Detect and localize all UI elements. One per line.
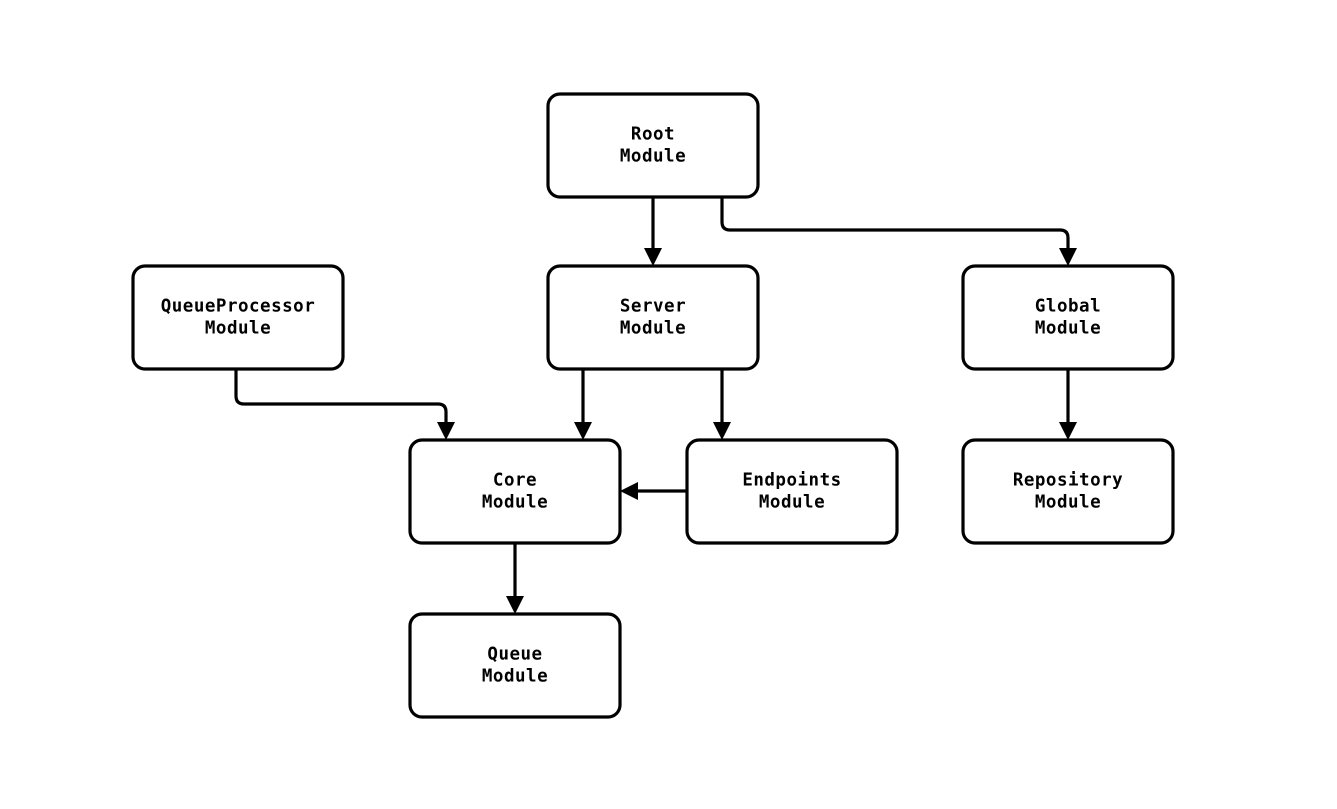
node-label-line1-core: Core xyxy=(493,471,537,491)
edge-global-to-repository: Global Module depends on Repository Modu… xyxy=(1059,369,1077,440)
node-label-line2-endpoints: Module xyxy=(759,493,825,513)
node-label-line2-root: Module xyxy=(620,147,686,167)
arrowhead-icon-global-to-repository xyxy=(1059,422,1077,440)
node-label-line2-repository: Module xyxy=(1035,493,1101,513)
edge-line-root-to-global xyxy=(720,197,1070,252)
node-label-line2-global: Module xyxy=(1035,319,1101,339)
node-label-line1-repository: Repository xyxy=(1013,471,1123,491)
node-label-line2-server: Module xyxy=(620,319,686,339)
arrowhead-icon-queueprocessor-to-core xyxy=(437,422,455,440)
node-box-queue[interactable] xyxy=(408,612,622,719)
edge-server-to-endpoints: Server Module depends on Endpoints Modul… xyxy=(713,369,731,440)
nodes-layer: RootModuleQueueProcessorModuleServerModu… xyxy=(131,92,1175,719)
edges-layer: Root Module depends on Server Module Root… xyxy=(234,197,1077,614)
node-label-line1-global: Global xyxy=(1035,297,1101,317)
edge-root-to-server: Root Module depends on Server Module xyxy=(644,197,662,266)
arrowhead-icon-core-to-queue xyxy=(506,596,524,614)
edge-server-to-core: Server Module depends on Core Module xyxy=(574,369,592,440)
node-box-endpoints[interactable] xyxy=(685,438,899,545)
node-box-repository[interactable] xyxy=(961,438,1175,545)
edge-core-to-queue: Core Module depends on Queue Module xyxy=(506,543,524,614)
edge-endpoints-to-core: Endpoints Module depends on Core Module xyxy=(620,482,687,500)
arrowhead-icon-endpoints-to-core xyxy=(620,482,638,500)
node-box-global[interactable] xyxy=(961,264,1175,371)
node-box-server[interactable] xyxy=(546,264,760,371)
node-label-line1-server: Server xyxy=(620,297,686,317)
edge-queueprocessor-to-core: QueueProcessor Module depends on Core Mo… xyxy=(234,369,455,440)
edge-root-to-global: Root Module depends on Global Module xyxy=(720,197,1077,266)
node-label-line1-root: Root xyxy=(631,125,675,145)
arrowhead-icon-root-to-server xyxy=(644,248,662,266)
arrowhead-icon-server-to-core xyxy=(574,422,592,440)
node-box-core[interactable] xyxy=(408,438,622,545)
arrowhead-icon-root-to-global xyxy=(1059,248,1077,266)
node-box-root[interactable] xyxy=(546,92,760,199)
node-label-line1-endpoints: Endpoints xyxy=(742,471,841,491)
node-label-line1-queueprocessor: QueueProcessor xyxy=(161,297,316,317)
node-label-line2-queue: Module xyxy=(482,667,548,687)
arrowhead-icon-server-to-endpoints xyxy=(713,422,731,440)
edge-line-queueprocessor-to-core xyxy=(234,369,448,426)
node-label-line1-queue: Queue xyxy=(487,645,542,665)
node-box-queueprocessor[interactable] xyxy=(131,264,345,371)
node-label-line2-queueprocessor: Module xyxy=(205,319,271,339)
node-label-line2-core: Module xyxy=(482,493,548,513)
